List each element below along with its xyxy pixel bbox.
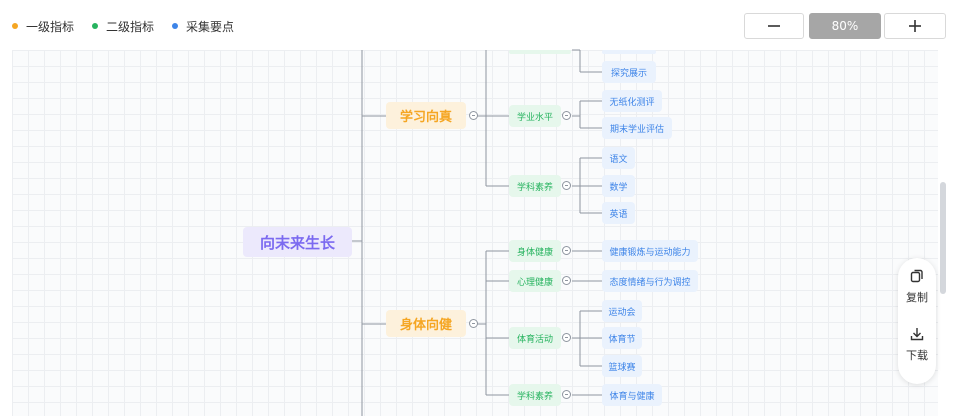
mindmap-canvas[interactable] xyxy=(12,50,948,416)
collapse-toggle-icon[interactable] xyxy=(562,181,571,190)
node-label: 英语 xyxy=(609,209,628,220)
collapse-toggle-icon[interactable] xyxy=(562,111,571,120)
node-label: 学科素养 xyxy=(516,182,553,193)
collapse-toggle-icon[interactable] xyxy=(562,333,571,342)
legend-level3: 采集要点 xyxy=(172,18,234,34)
side-action-panel: 复制 下载 xyxy=(898,258,936,384)
node-label: 学科素养 xyxy=(516,391,553,402)
node-label: 心理健康 xyxy=(516,277,553,288)
mindmap-node-level2[interactable]: 身体健康 xyxy=(509,240,561,262)
node-label: 篮球赛 xyxy=(608,362,636,373)
node-label: 学习向真 xyxy=(399,110,452,125)
mindmap-node-level2-clipped[interactable] xyxy=(509,50,571,54)
copy-icon xyxy=(910,269,923,283)
collapse-toggle-icon[interactable] xyxy=(562,390,571,399)
node-label: 身体健康 xyxy=(516,247,553,258)
legend-dot-orange xyxy=(12,23,18,29)
node-label: 数学 xyxy=(609,182,628,193)
toolbar: 一级指标 二级指标 采集要点 80% xyxy=(0,0,965,50)
mindmap-node-level3[interactable]: 运动会 xyxy=(602,300,642,322)
legend-dot-blue xyxy=(172,23,178,29)
plus-icon xyxy=(909,20,921,32)
node-label: 体育节 xyxy=(608,334,636,345)
mindmap-node-level1[interactable]: 学习向真 xyxy=(386,102,466,129)
node-label: 体育活动 xyxy=(516,334,553,345)
minus-icon xyxy=(768,25,780,27)
mindmap-node-level3[interactable]: 态度情绪与行为调控 xyxy=(602,270,698,292)
download-icon xyxy=(910,328,924,341)
mindmap-node-level3[interactable]: 探究展示 xyxy=(602,61,656,83)
scrollbar-thumb[interactable] xyxy=(940,182,946,294)
mindmap-node-level2[interactable]: 学科素养 xyxy=(509,175,561,197)
mindmap-node-level3[interactable]: 体育与健康 xyxy=(602,384,662,406)
collapse-toggle-icon[interactable] xyxy=(562,246,571,255)
collapse-toggle-icon[interactable] xyxy=(469,111,478,120)
mindmap-node-level3[interactable]: 健康锻炼与运动能力 xyxy=(602,240,698,262)
legend-level2: 二级指标 xyxy=(92,18,154,34)
mindmap-node-level3[interactable]: 无纸化测评 xyxy=(602,90,662,112)
collapse-toggle-icon[interactable] xyxy=(469,319,478,328)
zoom-in-button[interactable] xyxy=(884,13,946,39)
node-label: 语文 xyxy=(609,154,628,165)
mindmap-node-level3[interactable]: 英语 xyxy=(602,202,635,224)
mindmap-node-level3[interactable]: 数学 xyxy=(602,175,635,197)
zoom-level-value: 80% xyxy=(831,19,859,33)
node-label: 体育与健康 xyxy=(609,391,655,402)
legend-label-level3: 采集要点 xyxy=(186,19,235,34)
legend-label-level2: 二级指标 xyxy=(106,19,155,34)
legend-level1: 一级指标 xyxy=(12,18,74,34)
mindmap-node-level2[interactable]: 体育活动 xyxy=(509,327,561,349)
zoom-out-button[interactable] xyxy=(744,13,804,39)
node-label: 探究展示 xyxy=(610,68,647,79)
node-label: 态度情绪与行为调控 xyxy=(609,277,691,288)
mindmap-node-level3[interactable]: 篮球赛 xyxy=(602,355,642,377)
node-label: 学业水平 xyxy=(516,112,553,123)
node-label: 运动会 xyxy=(608,307,636,318)
mindmap-node-level2[interactable]: 学业水平 xyxy=(509,105,561,127)
root-label: 向末来生长 xyxy=(259,233,335,252)
mindmap-node-level3-clipped[interactable] xyxy=(602,50,656,54)
mindmap-node-level3[interactable]: 期末学业评估 xyxy=(602,117,672,139)
legend-label-level1: 一级指标 xyxy=(26,19,75,34)
node-label: 身体向健 xyxy=(399,318,452,333)
node-label: 期末学业评估 xyxy=(609,124,664,135)
mindmap-node-level1[interactable]: 身体向健 xyxy=(386,310,466,337)
zoom-level: 80% xyxy=(809,13,881,39)
download-label: 下载 xyxy=(906,349,928,362)
mindmap-node-level2[interactable]: 学科素养 xyxy=(509,384,561,406)
mindmap-root-node[interactable]: 向末来生长 xyxy=(243,227,352,257)
mindmap-node-level3[interactable]: 体育节 xyxy=(602,327,642,349)
download-button[interactable]: 下载 xyxy=(898,326,936,363)
copy-button[interactable]: 复制 xyxy=(898,268,936,305)
copy-label: 复制 xyxy=(906,291,928,304)
node-label: 无纸化测评 xyxy=(609,97,655,108)
collapse-toggle-icon[interactable] xyxy=(562,276,571,285)
mindmap-node-level2[interactable]: 心理健康 xyxy=(509,270,561,292)
mindmap-node-level3[interactable]: 语文 xyxy=(602,147,635,169)
legend-dot-green xyxy=(92,23,98,29)
node-label: 健康锻炼与运动能力 xyxy=(609,247,691,258)
